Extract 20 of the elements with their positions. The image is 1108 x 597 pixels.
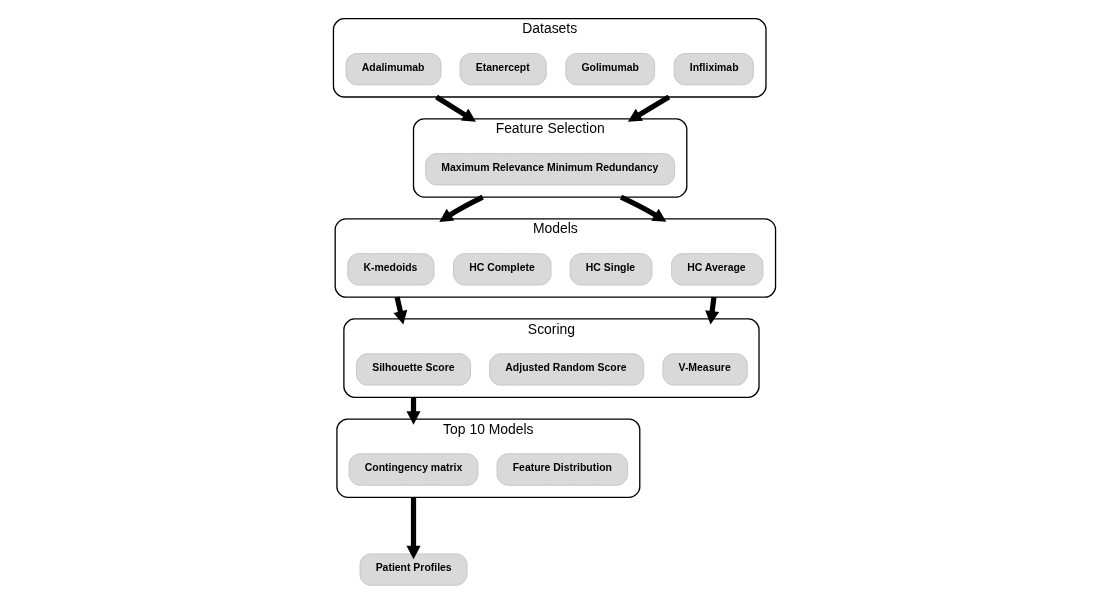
node-box: Golimumab <box>564 53 655 86</box>
arrow <box>405 497 421 560</box>
node-box: V-Measure <box>661 353 748 386</box>
node-box: Etanercept <box>459 53 547 86</box>
node-box: Infliximab <box>673 53 754 86</box>
node-box: Adjusted Random Score <box>488 353 644 386</box>
node-box: Patient Profiles <box>359 553 467 586</box>
node-box: Silhouette Score <box>355 353 471 386</box>
node-box: Adalimumab <box>345 53 441 86</box>
node-box: K-medoids <box>346 253 434 286</box>
node-box: HC Average <box>670 253 763 286</box>
arrow <box>627 94 670 122</box>
arrow <box>434 94 476 122</box>
arrow <box>438 194 484 222</box>
node-box: HC Complete <box>452 253 551 286</box>
node-box: Contingency matrix <box>348 453 478 486</box>
arrow <box>619 194 666 222</box>
node-box: Maximum Relevance Minimum Redundancy <box>424 153 675 186</box>
node-box: HC Single <box>569 253 652 286</box>
node-box: Feature Distribution <box>496 453 628 486</box>
